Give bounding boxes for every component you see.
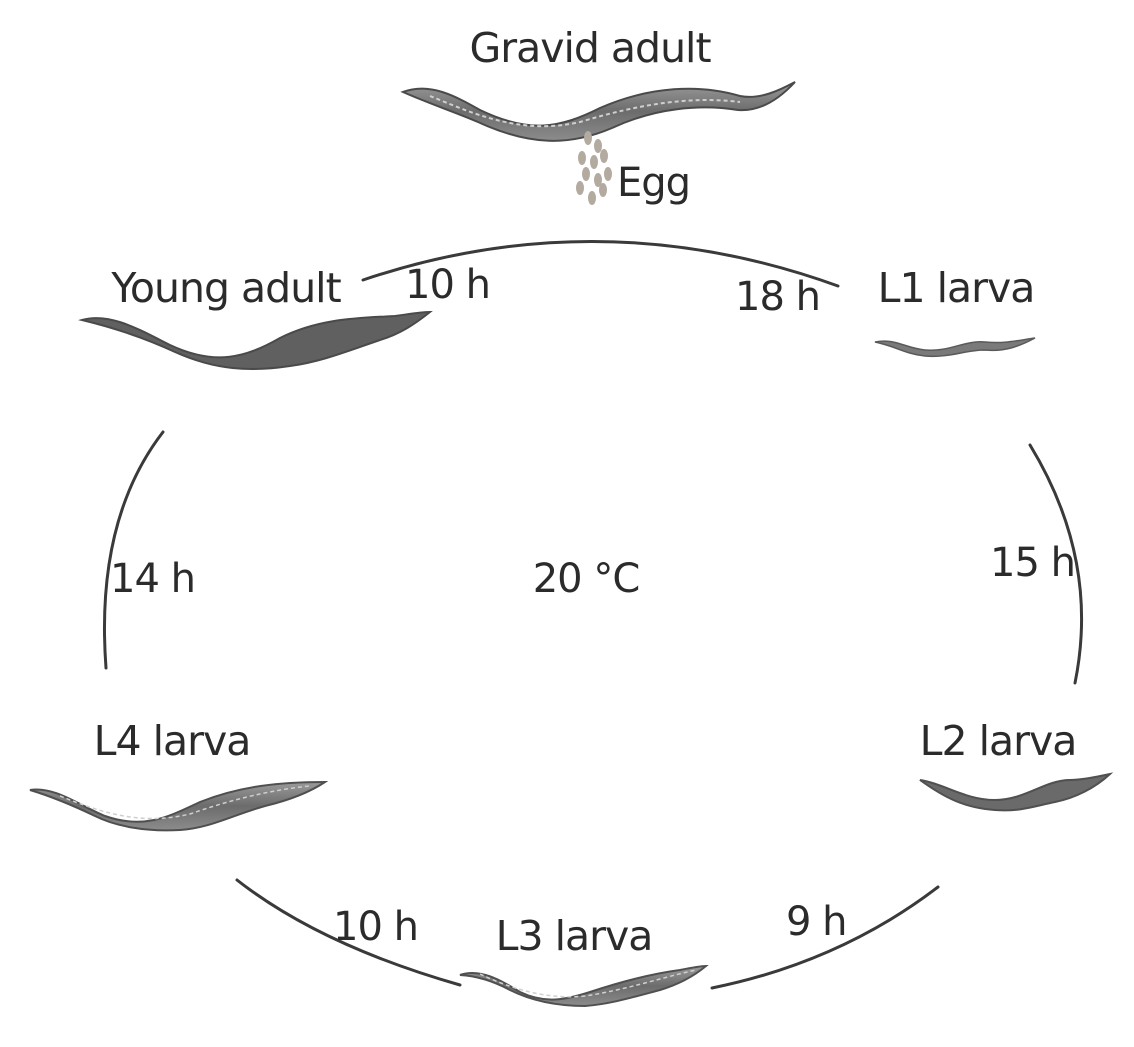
l3-larva-worm	[459, 964, 709, 1008]
egg-cluster	[576, 131, 612, 205]
young-adult-worm	[78, 310, 433, 370]
l2-larva-label: L2 larva	[920, 717, 1077, 765]
arc-young-adult-to-l1	[361, 239, 840, 288]
l1-larva-worm	[874, 337, 1036, 358]
l3-larva-label: L3 larva	[496, 912, 653, 960]
arc-l2-to-l3	[710, 885, 940, 990]
arc-l3-to-l4	[235, 878, 462, 987]
duration-l1-to-l2: 15 h	[990, 540, 1075, 586]
arc-l1-to-l2	[1028, 443, 1084, 685]
egg-label: Egg	[617, 160, 690, 206]
duration-young-adult-to-gravid: 10 h	[405, 262, 490, 308]
gravid-adult-worm	[400, 81, 796, 142]
duration-l3-to-l4: 10 h	[333, 904, 418, 950]
duration-egg-to-l1: 18 h	[735, 274, 820, 320]
l1-larva-label: L1 larva	[878, 264, 1035, 312]
l2-larva-worm	[919, 772, 1114, 812]
cycle-arcs	[102, 239, 1084, 990]
arc-l4-to-young-adult	[102, 430, 165, 670]
young-adult-label: Young adult	[110, 264, 341, 312]
temperature-label: 20 °C	[533, 556, 640, 602]
gravid-adult-label: Gravid adult	[469, 24, 711, 72]
l4-larva-label: L4 larva	[94, 717, 251, 765]
duration-l4-to-young-adult: 14 h	[110, 556, 195, 602]
duration-l2-to-l3: 9 h	[786, 899, 847, 945]
l4-larva-worm	[29, 780, 329, 832]
